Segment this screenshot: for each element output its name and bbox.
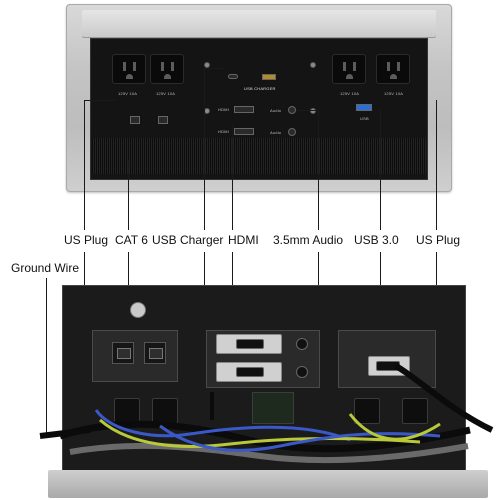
outlet-terminal <box>354 398 380 424</box>
us-outlet-icon <box>150 54 184 84</box>
audio-jack-icon <box>296 366 308 378</box>
leader-line <box>318 110 319 230</box>
underside-base-frame <box>48 470 488 498</box>
wire-blue <box>94 409 351 442</box>
cat6-port-icon <box>112 342 134 364</box>
hdmi-port-icon <box>234 128 254 135</box>
audio-jack-icon <box>288 128 296 136</box>
leader-line <box>204 68 224 69</box>
outlet-rating-label: 125V 10A <box>384 91 404 96</box>
usb-charger-panel-label: USB CHARGER <box>244 86 276 91</box>
cat6-port-icon <box>144 342 166 364</box>
leader-line <box>380 108 381 230</box>
outlet-rating-label: 125V 10A <box>340 91 360 96</box>
usb-c-icon <box>228 74 238 79</box>
leader-line <box>296 110 318 111</box>
label-cat6: CAT 6 <box>115 233 148 247</box>
cable-black <box>39 427 91 439</box>
outlet-rating-label: 125V 10A <box>156 91 176 96</box>
screw-icon <box>204 62 210 68</box>
label-usb3: USB 3.0 <box>354 233 399 247</box>
product-lid <box>82 10 436 38</box>
us-outlet-icon <box>376 54 410 84</box>
label-us-plug-left: US Plug <box>64 233 109 247</box>
hdmi-port-icon <box>236 339 264 349</box>
audio-panel-label: Audio <box>270 130 282 135</box>
usb-a-port-icon <box>262 74 276 80</box>
audio-jack-icon <box>296 338 308 350</box>
cable-gray <box>69 442 469 464</box>
us-outlet-icon <box>112 54 146 84</box>
label-us-plug-right: US Plug <box>416 233 461 247</box>
outlet-rating-label: 125V 10A <box>118 91 138 96</box>
outlet-terminal <box>114 398 140 424</box>
leader-line <box>204 68 205 230</box>
leader-line <box>128 160 129 230</box>
wire-yellow-green <box>99 418 421 448</box>
brush-strip <box>92 138 426 158</box>
label-ground-wire: Ground Wire <box>11 261 80 275</box>
audio-jack-icon <box>288 106 296 114</box>
cat6-port-icon <box>158 116 168 124</box>
wire-yellow-green <box>348 413 441 441</box>
screw-icon <box>310 62 316 68</box>
label-hdmi: HDMI <box>228 233 259 247</box>
mounting-hole <box>130 302 146 318</box>
label-audio: 3.5mm Audio <box>273 233 344 247</box>
hdmi-port-icon <box>236 367 264 377</box>
leader-line <box>232 126 233 230</box>
outlet-terminal <box>402 398 428 424</box>
cable-black <box>394 363 494 433</box>
screw-icon <box>310 108 316 114</box>
usb3-port-icon <box>356 104 372 111</box>
cat6-plate <box>92 330 178 382</box>
usb-panel-label: USB <box>360 116 369 121</box>
us-outlet-icon <box>332 54 366 84</box>
usb-charger-board <box>252 392 294 424</box>
label-usb-charger: USB Charger <box>152 233 224 247</box>
leader-line <box>46 278 47 438</box>
hdmi-panel-label: HDMI <box>218 129 230 134</box>
leader-line <box>436 100 437 230</box>
audio-panel-label: Audio <box>270 108 282 113</box>
brush-strip <box>92 158 426 174</box>
hdmi-port-icon <box>234 106 254 113</box>
wire-blue <box>159 424 441 452</box>
cat6-port-icon <box>130 116 140 124</box>
hdmi-panel-label: HDMI <box>218 107 230 112</box>
leader-line <box>84 100 116 101</box>
leader-line <box>84 100 85 230</box>
